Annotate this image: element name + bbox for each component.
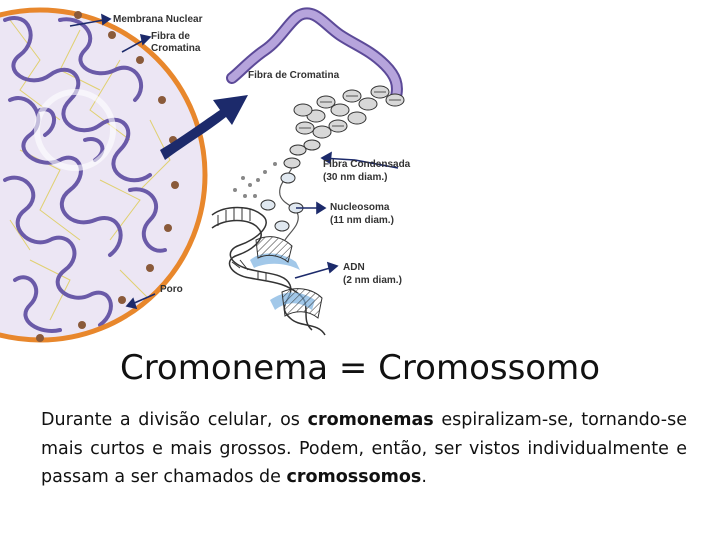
label-pore: Poro bbox=[160, 284, 183, 295]
nucleosome-string bbox=[260, 167, 304, 241]
label-chromatin-fiber-main: Fibra de Cromatina bbox=[248, 70, 340, 81]
label-chromatin-fiber-line1: Fibra de bbox=[151, 31, 190, 42]
zoom-arrow bbox=[160, 95, 248, 160]
label-nucleosome: Nucleosoma bbox=[330, 202, 390, 213]
nucleus bbox=[0, 7, 208, 343]
chromatin-fiber bbox=[226, 7, 403, 106]
label-nucleosome-diam: (11 nm diam.) bbox=[330, 215, 394, 226]
label-nuclear-membrane: Membrana Nuclear bbox=[113, 14, 203, 25]
paragraph-bold-cromonemas: cromonemas bbox=[307, 410, 434, 430]
label-dna: ADN bbox=[343, 262, 365, 273]
label-chromatin-fiber-line2: Cromatina bbox=[151, 43, 201, 54]
label-dna-diam: (2 nm diam.) bbox=[343, 275, 402, 286]
label-arrows bbox=[69, 13, 399, 310]
paragraph-text-1: Durante a divisão celular, os bbox=[41, 410, 308, 430]
nucleolus bbox=[34, 89, 116, 171]
label-condensed-fiber-diam: (30 nm diam.) bbox=[323, 172, 387, 183]
dna-helix bbox=[211, 206, 326, 336]
chromatin-diagram: Membrana Nuclear Fibra de Cromatina Fibr… bbox=[0, 7, 411, 343]
label-condensed-fiber: Fibra Condensada bbox=[323, 159, 411, 170]
slide-title: Cromonema = Cromossomo bbox=[119, 348, 601, 388]
histone-particles bbox=[233, 162, 277, 198]
condensed-fiber bbox=[283, 85, 405, 169]
paragraph-text-2: espiralizam-se, tornando-se mais curtos … bbox=[41, 410, 687, 487]
paragraph-bold-cromossomos: cromossomos bbox=[286, 467, 422, 487]
nuclear-pores bbox=[36, 11, 179, 342]
slide-paragraph: Durante a divisão celular, os cromonemas… bbox=[41, 406, 687, 492]
paragraph-text-3: . bbox=[421, 467, 427, 487]
